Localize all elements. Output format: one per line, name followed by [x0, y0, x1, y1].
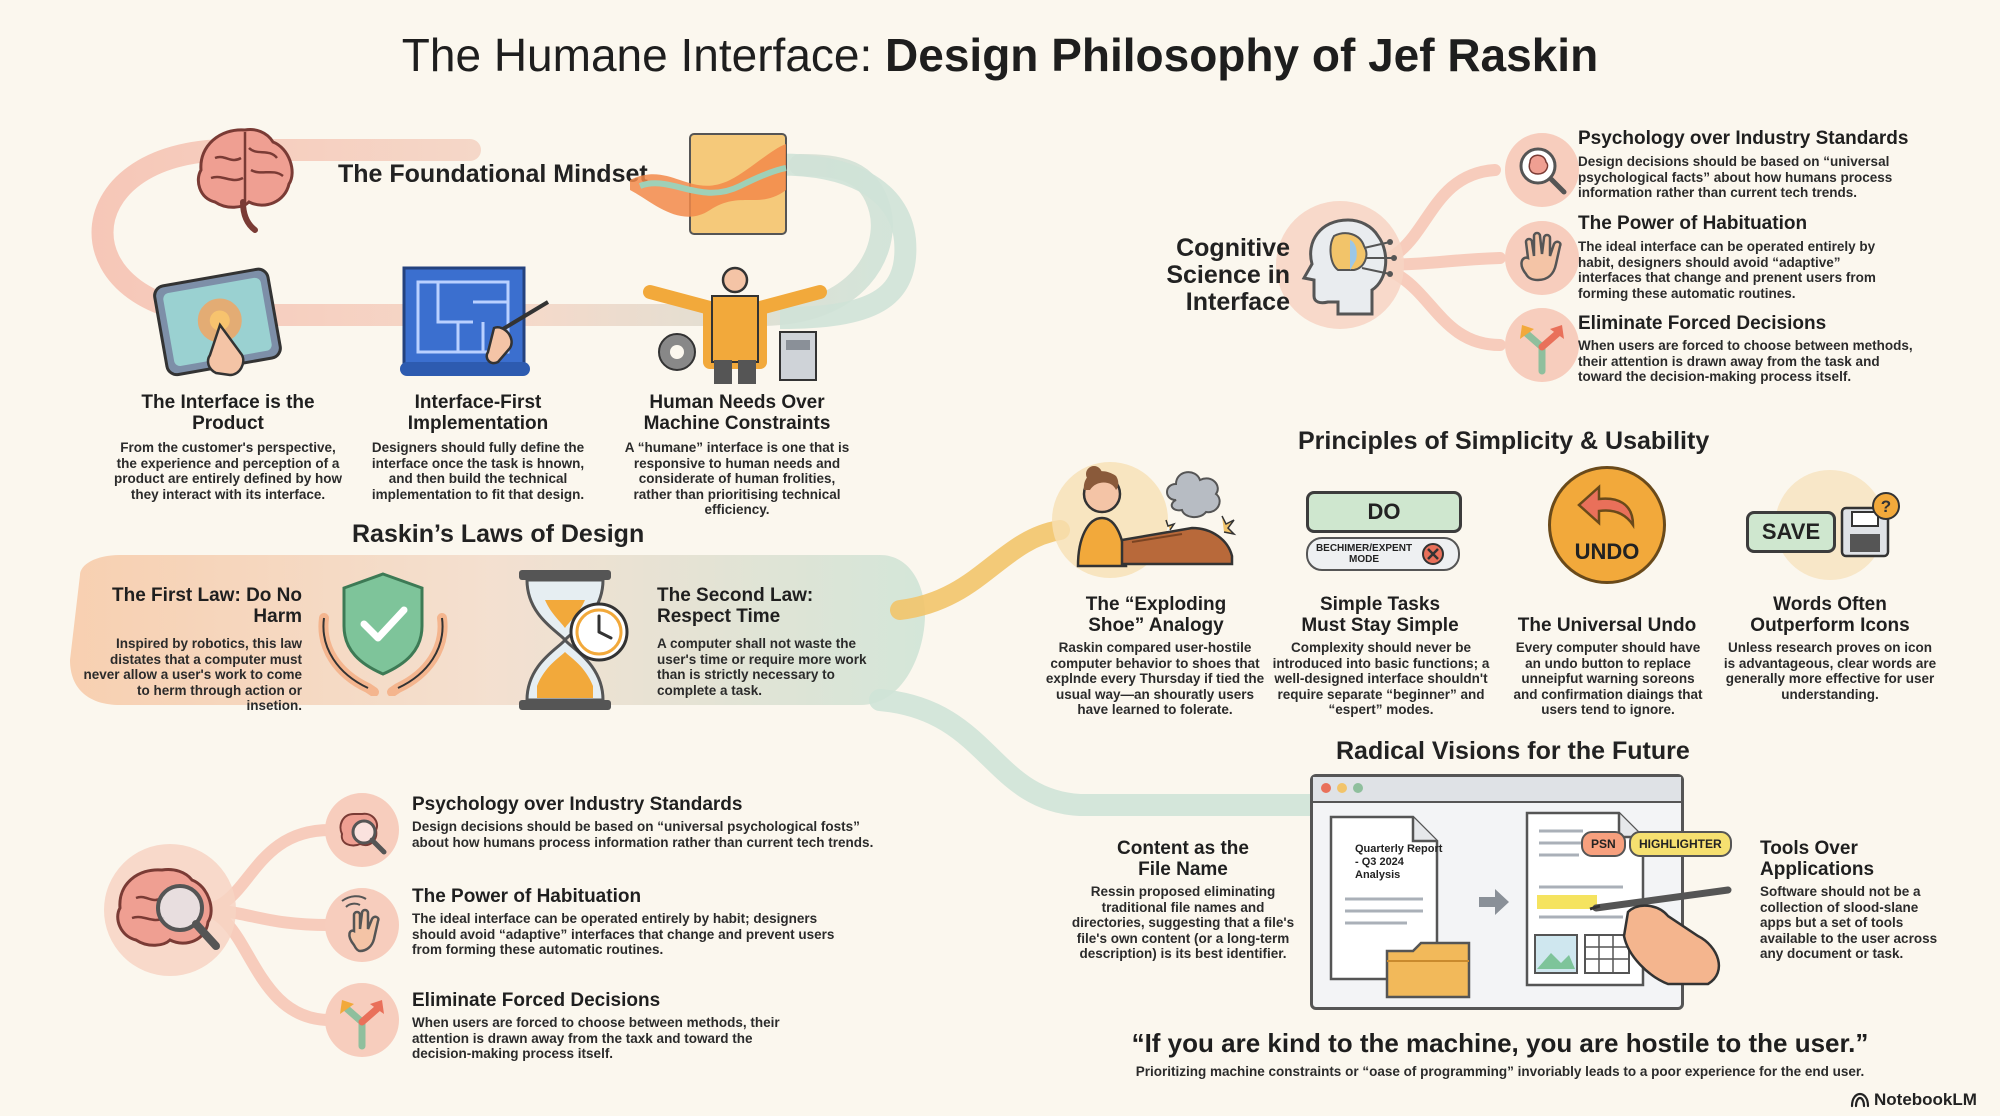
quote-text: “If you are kind to the machine, you are…: [1131, 1028, 1869, 1058]
title-bold: Design Philosophy of Jef Raskin: [885, 29, 1599, 81]
cognitive-heading: Cognitive Science in Interface: [1166, 234, 1290, 316]
simplicity-desc-1: Complexity should never be introduced in…: [1272, 640, 1490, 717]
mode-toggle: BECHIMER/EXPENT MODE: [1306, 537, 1460, 571]
pen-tool-chip: PSN: [1581, 831, 1626, 857]
card-desc-interface-product: From the customer's perspective, the exp…: [113, 440, 343, 502]
radical-left-desc: Ressin proposed eliminating traditional …: [1071, 884, 1295, 961]
prohibited-icon: [1422, 543, 1444, 565]
window-minimize-dot: [1337, 783, 1347, 793]
blueprint-icon: [400, 266, 550, 376]
brain-magnifier-icon: [1519, 147, 1567, 195]
shield-hands-icon: [318, 572, 448, 696]
hand-icon: [1520, 231, 1562, 282]
cog-top-title-0: Psychology over Industry Standards: [1578, 128, 1909, 149]
exploding-shoe-icon: [1076, 466, 1237, 568]
brand-badge: NotebookLM: [1850, 1090, 1977, 1110]
mindset-heading: The Foundational Mindset: [338, 160, 648, 188]
window-close-dot: [1321, 783, 1331, 793]
document-label: Quarterly Report - Q3 2024 Analysis: [1355, 843, 1443, 881]
folder-icon: [1385, 941, 1471, 999]
quote-subtext: Prioritizing machine constraints or “oas…: [1135, 1064, 1865, 1079]
radical-right-desc: Software should not be a collection of s…: [1760, 884, 1938, 961]
brain-icon: [196, 128, 294, 233]
highlighter-tool-chip: HIGHLIGHTER: [1629, 831, 1732, 857]
laws-heading: Raskin’s Laws of Design: [352, 520, 645, 548]
card-desc-interface-first: Designers should fully define the interf…: [371, 440, 585, 502]
split-arrows-icon-small: [340, 1000, 384, 1050]
hand-pen-icon: [1589, 886, 1732, 986]
first-law-desc: Inspired by robotics, this law distates …: [83, 636, 302, 713]
undo-arrow-icon: [1577, 484, 1635, 530]
cog-bottom-title-0: Psychology over Industry Standards: [412, 794, 743, 815]
browser-window: Quarterly Report - Q3 2024 Analysis PSN …: [1310, 774, 1732, 1010]
tapping-hand-icon: [341, 895, 380, 953]
cog-top-desc-0: Design decisions should be based on “uni…: [1578, 154, 1893, 200]
brain-magnifier-large-icon: [116, 868, 220, 950]
card-desc-human-needs: A “humane” interface is one that is resp…: [624, 440, 850, 517]
cog-top-title-1: The Power of Habituation: [1578, 213, 1808, 234]
cog-bottom-title-1: The Power of Habituation: [412, 886, 642, 907]
undo-circle: UNDO: [1548, 466, 1666, 584]
split-arrows-icon: [1520, 325, 1564, 375]
hourglass-clock-icon: [519, 570, 629, 710]
cog-top-desc-2: When users are forced to choose between …: [1578, 338, 1913, 384]
card-title-interface-first: Interface-First Implementation: [407, 392, 549, 434]
save-button: SAVE: [1746, 511, 1836, 553]
simplicity-title-2: The Universal Undo: [1517, 615, 1697, 636]
laws-to-radical-path: [869, 689, 1331, 816]
save-label: SAVE: [1761, 519, 1821, 544]
document-icon: [1329, 815, 1439, 981]
arrow-right-icon: [1479, 889, 1509, 915]
simplicity-heading: Principles of Simplicity & Usability: [1298, 427, 1710, 455]
notebooklm-logo-icon: [1850, 1092, 1870, 1108]
card-title-interface-product: The Interface is the Product: [141, 392, 315, 434]
person-gear-icon: [643, 266, 827, 384]
radical-right-title: Tools Over Applications: [1760, 838, 1875, 880]
do-label: DO: [1367, 499, 1401, 524]
window-maximize-dot: [1353, 783, 1363, 793]
simplicity-title-0: The “Exploding Shoe” Analogy: [1085, 594, 1227, 636]
radical-left-title: Content as the File Name: [1117, 838, 1249, 880]
cog-bottom-title-2: Eliminate Forced Decisions: [412, 990, 661, 1011]
laws-band: [70, 555, 925, 705]
simplicity-title-1: Simple Tasks Must Stay Simple: [1301, 594, 1459, 636]
tablet-touch-icon: [153, 267, 282, 377]
cog-bottom-desc-2: When users are forced to choose between …: [412, 1015, 780, 1061]
simplicity-desc-2: Every computer should have an undo butto…: [1513, 640, 1703, 717]
simplicity-title-3: Words Often Outperform Icons: [1750, 594, 1910, 636]
cog-bottom-desc-1: The ideal interface can be operated enti…: [412, 911, 835, 957]
undo-label: UNDO: [1574, 539, 1640, 564]
cog-bottom-desc-0: Design decisions should be based on “uni…: [412, 819, 874, 850]
head-brain-icon: [1301, 218, 1397, 316]
floppy-question-icon: ?: [1840, 492, 1900, 558]
second-law-desc: A computer shall not waste the user's ti…: [657, 636, 867, 698]
simplicity-desc-3: Unless research proves on icon is advant…: [1723, 640, 1937, 702]
second-law-title: The Second Law: Respect Time: [657, 585, 814, 627]
title-light: The Humane Interface:: [401, 29, 873, 81]
abstract-art-icon: [630, 133, 787, 235]
page-title: The Humane Interface: Design Philosophy …: [0, 28, 2000, 82]
brain-magnifier-icon-small: [339, 812, 387, 855]
brand-name: NotebookLM: [1874, 1090, 1977, 1109]
laws-to-simplicity-path: [890, 520, 1070, 620]
do-button: DO: [1306, 491, 1462, 533]
first-law-title: The First Law: Do No Harm: [112, 585, 302, 627]
mode-label: BECHIMER/EXPENT MODE: [1315, 543, 1413, 565]
cog-top-desc-1: The ideal interface can be operated enti…: [1578, 239, 1876, 301]
cog-top-title-2: Eliminate Forced Decisions: [1578, 313, 1827, 334]
browser-titlebar: [1313, 777, 1681, 803]
simplicity-desc-0: Raskin compared user-hostile computer be…: [1045, 640, 1265, 717]
svg-text:?: ?: [1881, 497, 1891, 516]
card-title-human-needs: Human Needs Over Machine Constraints: [643, 392, 831, 434]
radical-heading: Radical Visions for the Future: [1336, 737, 1690, 765]
